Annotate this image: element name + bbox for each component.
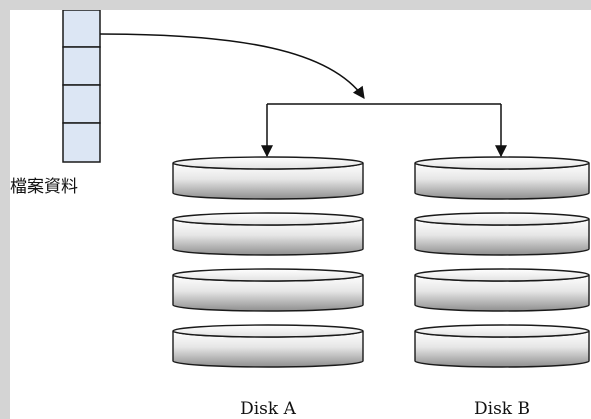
- disk-a: [172, 156, 364, 368]
- disk-a-label: Disk A: [240, 399, 296, 419]
- disk-platter: [172, 212, 364, 256]
- splitter-arrows: [261, 103, 507, 158]
- disk-b: [414, 156, 590, 368]
- disk-platter: [172, 268, 364, 312]
- disk-platter: [414, 212, 590, 256]
- file-data-label: 檔案資料: [10, 177, 78, 197]
- data-flow-curve: [99, 33, 365, 99]
- diagram-svg: 檔案資料 Disk A Disk B: [10, 10, 590, 419]
- disk-platter: [414, 324, 590, 368]
- file-data-blocks: [62, 10, 101, 163]
- disk-platter: [172, 156, 364, 200]
- disk-b-label: Disk B: [474, 399, 530, 419]
- file-block: [62, 10, 101, 48]
- file-block: [62, 46, 101, 86]
- file-block: [62, 122, 101, 163]
- disk-platter: [414, 268, 590, 312]
- disk-platter: [414, 156, 590, 200]
- raid-diagram: 檔案資料 Disk A Disk B: [10, 10, 591, 419]
- file-block: [62, 84, 101, 124]
- disk-platter: [172, 324, 364, 368]
